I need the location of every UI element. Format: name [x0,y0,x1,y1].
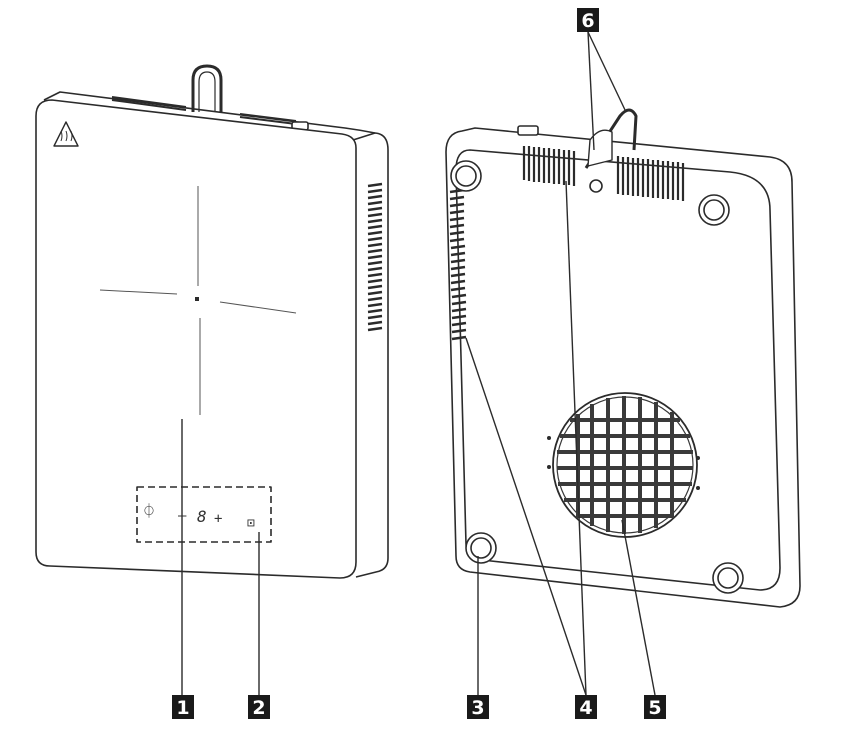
timer-button[interactable]: ⊡ [247,516,255,531]
leader-lines-rear [465,31,656,696]
glass-top-panel [35,99,357,579]
callout-2-label: 2 [252,697,265,719]
callout-6-label: 6 [581,10,594,32]
top-button-rear [517,125,539,136]
callout-3-label: 3 [471,697,484,719]
callout-1-label: 1 [176,697,189,719]
increase-button[interactable]: + [214,511,222,527]
power-button[interactable]: ⏀ [142,503,156,520]
callout-5-label: 5 [648,697,661,719]
leader-line-4a [465,337,587,696]
power-level-display: 8 [197,507,207,526]
top-vents-front [111,96,297,125]
callout-2: 2 [248,695,270,719]
callout-5: 5 [644,695,666,719]
leader-line-4b [565,180,587,696]
front-view: ⏀ – 8 + ⊡ [35,64,389,695]
foot-bottom-left [465,532,497,564]
fan-grille [547,392,700,538]
ventilation-slots [449,188,467,341]
hob-side-right [352,132,389,578]
side-vents-front [367,182,383,332]
hot-surface-warning-icon [53,121,79,147]
callout-4-label: 4 [579,697,592,719]
leader-line-5 [621,519,656,696]
cooking-zone-marker [99,186,297,415]
top-vents-rear [522,146,685,201]
leader-line-6b [587,31,627,113]
base-plate [455,149,781,591]
foot-top-left [450,160,482,192]
grille-screw-holes [547,436,700,490]
rear-view [445,31,801,696]
hanging-loop-front [191,64,223,112]
control-panel-outline [136,486,272,543]
foot-bottom-right [712,562,744,594]
callout-3: 3 [467,695,489,719]
callout-1: 1 [172,695,194,719]
hob-body-rear [445,127,801,608]
hob-top-edge [43,91,376,134]
callout-6: 6 [577,8,599,32]
foot-top-right [698,194,730,226]
leader-line-6a [587,31,595,151]
callout-4: 4 [575,695,597,719]
